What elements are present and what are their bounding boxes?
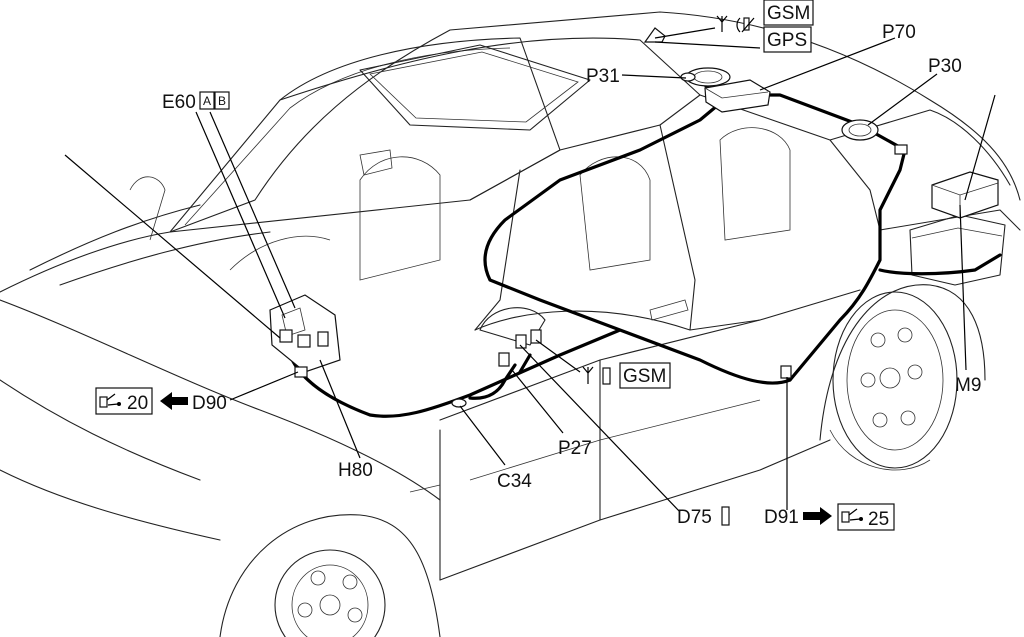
p27-connector-a (498, 352, 510, 367)
p30-label: P30 (928, 56, 962, 77)
ref-box-20: 20 (95, 387, 153, 415)
p27-label: P27 (558, 438, 592, 459)
connector-pin-icon (99, 393, 121, 408)
c34-label: C34 (497, 471, 532, 492)
gsm-connector (530, 329, 542, 344)
gps-top-box (763, 26, 812, 53)
p70-module (704, 79, 771, 113)
e60-b-box (214, 91, 230, 110)
antenna-icon (582, 366, 594, 384)
d90-connector (294, 366, 308, 378)
phone-handset-icon (721, 506, 730, 526)
d91-label: D91 (764, 507, 799, 528)
gsm-top-box (763, 0, 814, 26)
p27-connector-b (515, 334, 527, 349)
d91-connector (780, 365, 792, 379)
leader-lines (64, 27, 996, 513)
ref-number-20: 20 (127, 393, 148, 414)
gsm-mid-box (619, 362, 671, 389)
c34-connector (451, 398, 467, 408)
ref-box-25: 25 (837, 503, 895, 531)
m9-label: M9 (955, 375, 981, 396)
car-body (0, 11, 1021, 637)
p31-speaker (680, 67, 731, 87)
gsm-mid-label: GSM (623, 366, 666, 387)
p70-label: P70 (882, 22, 916, 43)
e60-label: E60 (162, 92, 196, 113)
antenna-icon (716, 15, 728, 32)
arrow-left-icon (160, 392, 188, 410)
h80-label: H80 (338, 460, 373, 481)
roof-antenna (643, 27, 666, 43)
connector-pin-icon (841, 508, 863, 523)
gsm-top-label: GSM (767, 3, 810, 24)
p30-speaker (841, 119, 908, 155)
gps-top-label: GPS (767, 30, 807, 51)
e60-module (269, 294, 341, 373)
d90-label: D90 (192, 393, 227, 414)
phone-handset-icon (602, 367, 611, 385)
d75-label: D75 (677, 507, 712, 528)
ref-number-25: 25 (868, 509, 889, 530)
e60-a-box (199, 91, 215, 110)
arrow-right-icon (803, 507, 832, 525)
p31-label: P31 (586, 66, 620, 87)
e60-a-label: A (203, 94, 211, 108)
m9-module (931, 171, 999, 219)
e60-b-label: B (218, 94, 226, 108)
phone-handset-icon (736, 17, 755, 33)
